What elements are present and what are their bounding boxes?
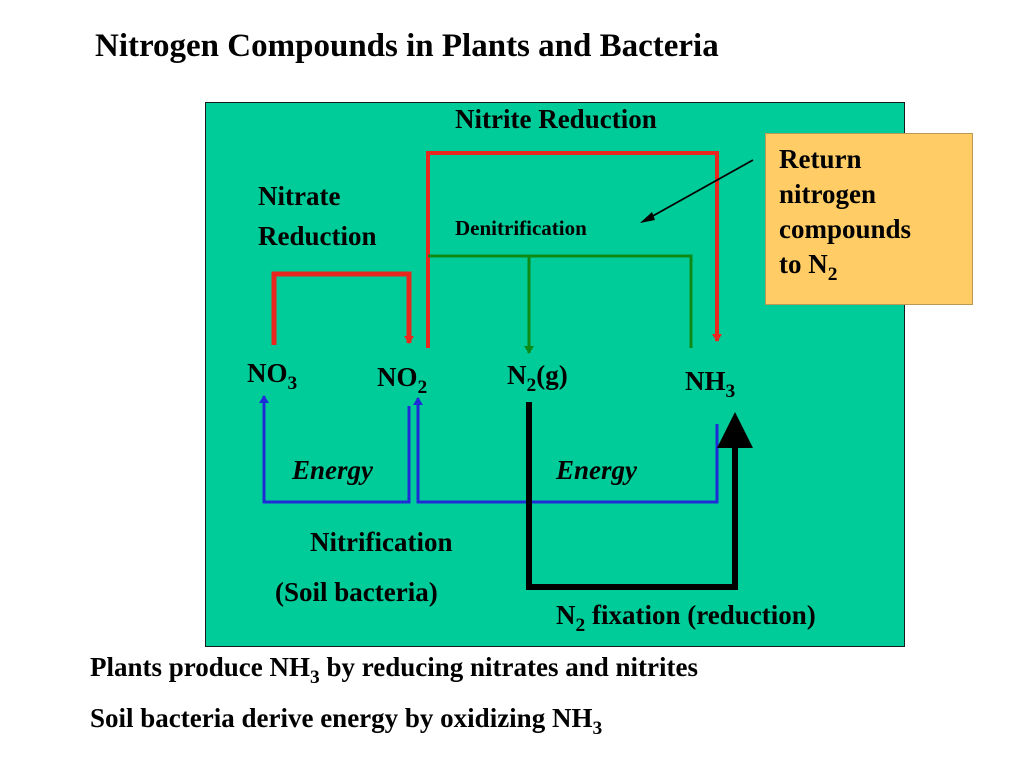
fixation-arrow <box>526 402 738 590</box>
callout-box: Return nitrogen compounds to N2 <box>765 133 973 305</box>
compound-n2: N2(g) <box>507 360 568 396</box>
page-title: Nitrogen Compounds in Plants and Bacteri… <box>95 28 719 64</box>
compound-no3: NO3 <box>247 358 298 394</box>
denitrification-line <box>428 254 693 348</box>
nitrate-reduction-label-line2: Reduction <box>258 221 377 251</box>
energy-label-right: Energy <box>556 455 637 485</box>
nitrite-reduction-arrow <box>426 151 722 348</box>
fixation-label: N2 fixation (reduction) <box>556 600 816 636</box>
compound-nh3: NH3 <box>685 366 736 402</box>
nitrification-arrow-to-no2 <box>413 397 719 504</box>
bullet-text-1: Plants produce NH3 by reducing nitrates … <box>90 652 699 688</box>
callout-line-1: Return <box>779 144 862 174</box>
callout-line-3: compounds <box>779 214 912 245</box>
bullet-text-2: Soil bacteria derive energy by oxidizing… <box>90 703 603 739</box>
callout-pointer <box>641 159 754 223</box>
nitrate-reduction-label-line1: Nitrate <box>258 181 341 211</box>
denitrification-label: Denitrification <box>455 216 587 240</box>
energy-label-left: Energy <box>292 455 373 485</box>
nitrate-reduction-arrow <box>271 271 414 345</box>
nitrification-arrow-to-no3 <box>259 395 411 504</box>
nitrification-label: Nitrification <box>310 527 453 557</box>
callout-line-2: nitrogen <box>779 179 877 210</box>
callout-line-4: to N2 <box>779 249 838 286</box>
fixation-arrowhead <box>717 412 753 448</box>
compound-no2: NO2 <box>377 362 428 398</box>
callout-pointer-head <box>640 212 655 223</box>
soil-bacteria-label: (Soil bacteria) <box>275 577 438 607</box>
nitrite-reduction-label: Nitrite Reduction <box>455 104 657 134</box>
